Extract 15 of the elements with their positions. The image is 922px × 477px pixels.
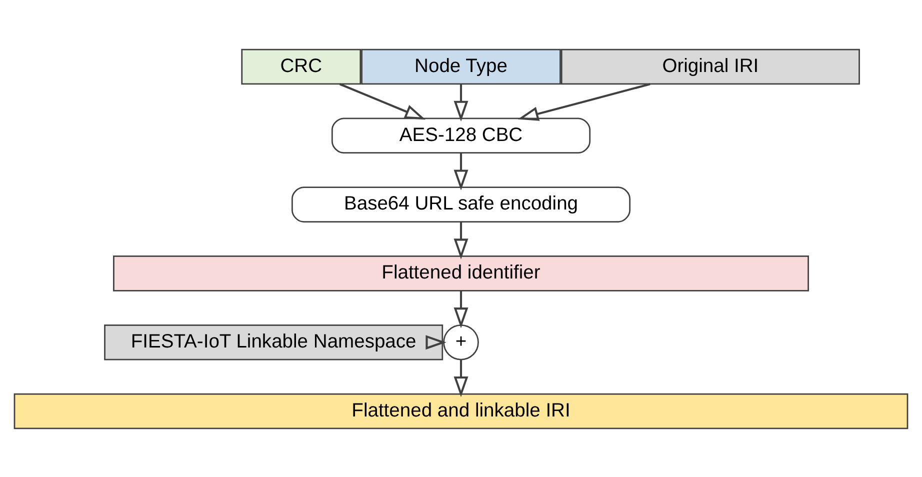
arrow [518, 82, 650, 120]
node-box: Flattened identifier [113, 255, 809, 291]
arrow [454, 152, 468, 190]
arrow [454, 290, 468, 328]
node-box: Original IRI [560, 48, 860, 84]
node-box: AES-128 CBC [331, 117, 591, 154]
node-box: Base64 URL safe encoding [292, 186, 630, 222]
arrow [339, 82, 426, 120]
arrow [454, 84, 468, 122]
node-box: Node Type [361, 48, 561, 84]
node-box: CRC [241, 48, 362, 84]
arrow [426, 334, 446, 350]
arrow [454, 221, 468, 259]
node-box: Flattened and linkable IRI [14, 392, 908, 429]
arrow [454, 359, 468, 397]
